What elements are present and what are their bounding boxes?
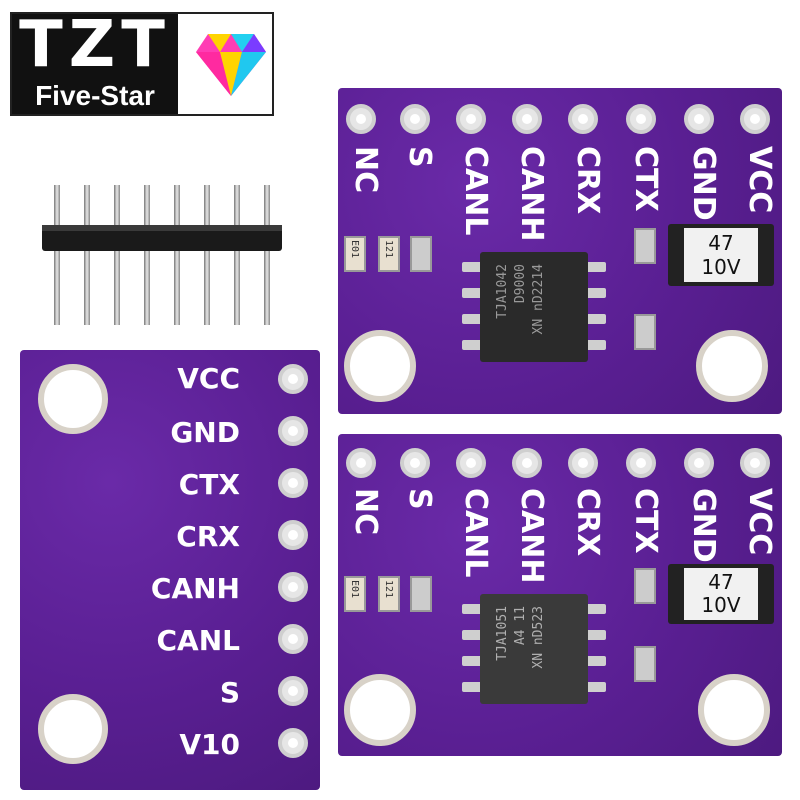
ic-chip: TJA1042 D9000 XN nD2214 (480, 252, 588, 362)
tantalum-capacitor: 47 10V (668, 564, 774, 624)
pin-label-canl: CANL (458, 488, 493, 578)
smd-component (410, 576, 432, 612)
smd-component (634, 314, 656, 350)
pcb-bottom-tja1051: NC S CANL CANH CRX CTX GND VCC E01 121 T… (338, 434, 782, 756)
solder-pad (278, 416, 308, 446)
solder-pad (278, 364, 308, 394)
mount-hole (696, 330, 768, 402)
smd-component (410, 236, 432, 272)
pin-label-ctx: CTX (178, 468, 240, 501)
smd-component (634, 646, 656, 682)
solder-pad (278, 520, 308, 550)
solder-pad (568, 448, 598, 478)
header-pins (54, 185, 270, 325)
logo-main-text: TZT (19, 8, 171, 82)
solder-pad (740, 104, 770, 134)
pin-label-v10: V10 (179, 728, 240, 761)
pin-label-crx: CRX (570, 146, 605, 215)
pin-label-s: S (219, 676, 240, 709)
pcb-back-view: VCC GND CTX CRX CANH CANL S V10 (20, 350, 320, 790)
pin-label-canl: CANL (156, 624, 241, 657)
solder-pad (400, 448, 430, 478)
solder-pad (512, 448, 542, 478)
solder-pad (626, 104, 656, 134)
pin-label-gnd: GND (686, 146, 721, 221)
pin-label-crx: CRX (570, 488, 605, 557)
pin-label-gnd: GND (170, 416, 240, 449)
solder-pad (456, 104, 486, 134)
smd-resistor: 121 (378, 576, 400, 612)
pin-label-canl: CANL (458, 146, 493, 236)
mount-hole (344, 674, 416, 746)
pin-label-vcc: VCC (742, 488, 777, 556)
pin-label-canh: CANH (150, 572, 240, 605)
mount-hole (38, 694, 108, 764)
smd-resistor: 121 (378, 236, 400, 272)
pin-label-nc: NC (348, 146, 383, 194)
solder-pad (740, 448, 770, 478)
mount-hole (38, 364, 108, 434)
smd-resistor: E01 (344, 236, 366, 272)
pin-label-crx: CRX (176, 520, 240, 553)
smd-component (634, 568, 656, 604)
solder-pad (568, 104, 598, 134)
smd-component (634, 228, 656, 264)
solder-pad (400, 104, 430, 134)
ic-chip: TJA1051 A4 11 XN nD523 (480, 594, 588, 704)
diamond-icon (196, 34, 266, 96)
brand-logo: TZT Five-Star (10, 8, 274, 116)
pin-label-nc: NC (348, 488, 383, 536)
solder-pad (278, 728, 308, 758)
solder-pad (346, 448, 376, 478)
pin-label-s: S (402, 146, 437, 168)
pin-label-vcc: VCC (742, 146, 777, 214)
pin-label-gnd: GND (686, 488, 721, 563)
pin-label-ctx: CTX (628, 488, 663, 554)
mount-hole (698, 674, 770, 746)
logo-sub-text: Five-Star (35, 80, 155, 111)
pin-label-ctx: CTX (628, 146, 663, 212)
solder-pad (346, 104, 376, 134)
solder-pad (684, 104, 714, 134)
solder-pad (456, 448, 486, 478)
solder-pad (278, 572, 308, 602)
tantalum-capacitor: 47 10V (668, 224, 774, 286)
solder-pad (278, 676, 308, 706)
pin-header (42, 185, 282, 325)
pin-label-canh: CANH (514, 146, 549, 242)
solder-pad (684, 448, 714, 478)
mount-hole (344, 330, 416, 402)
solder-pad (278, 624, 308, 654)
solder-pad (626, 448, 656, 478)
pin-label-s: S (402, 488, 437, 510)
logo-block: TZT Five-Star (12, 8, 178, 114)
pin-label-canh: CANH (514, 488, 549, 584)
smd-resistor: E01 (344, 576, 366, 612)
pin-label-vcc: VCC (177, 362, 240, 395)
solder-pad (512, 104, 542, 134)
pcb-top-tja1042: NC S CANL CANH CRX CTX GND VCC E01 121 T… (338, 88, 782, 414)
solder-pad (278, 468, 308, 498)
